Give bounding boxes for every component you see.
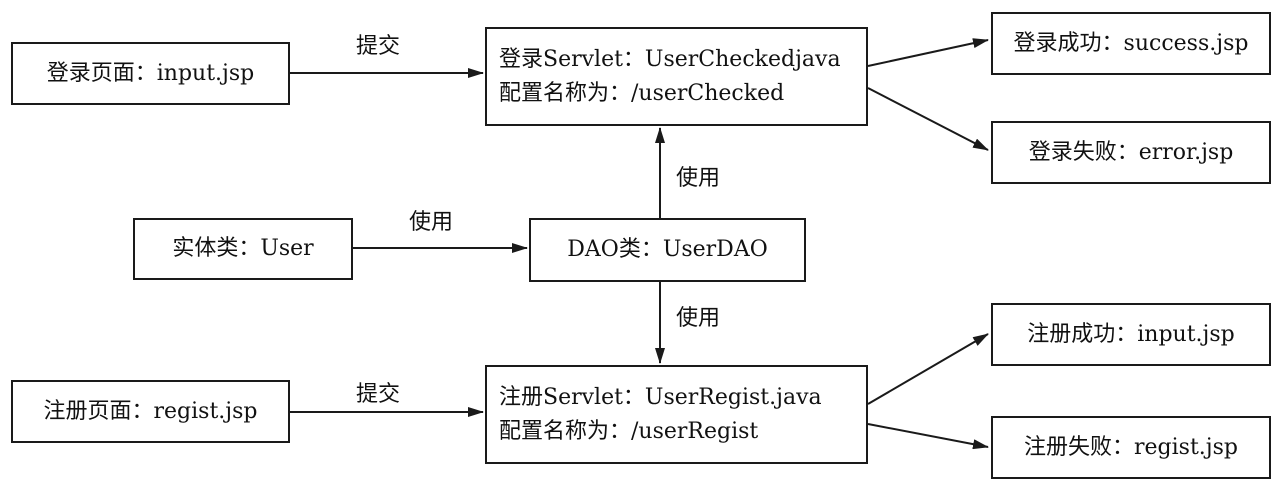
login-servlet-line2: 配置名称为：/userChecked <box>499 80 785 106</box>
regist-fail-box: 注册失败：regist.jsp <box>991 416 1271 479</box>
login-page-box: 登录页面：input.jsp <box>11 42 290 105</box>
login-success-label: 登录成功：success.jsp <box>1013 30 1249 56</box>
regist-success-label: 注册成功：input.jsp <box>1027 321 1235 347</box>
regist-servlet-box: 注册Servlet：UserRegist.java 配置名称为：/userReg… <box>485 365 868 464</box>
login-fail-box: 登录失败：error.jsp <box>991 121 1271 184</box>
arrow-login-fail <box>867 87 989 151</box>
dao-label: DAO类：UserDAO <box>567 237 768 262</box>
login-page-label: 登录页面：input.jsp <box>46 60 255 86</box>
arrow-regist-success <box>867 333 989 405</box>
edge-label-submit-login: 提交 <box>356 34 401 59</box>
login-success-box: 登录成功：success.jsp <box>991 12 1271 75</box>
regist-servlet-line1: 注册Servlet：UserRegist.java <box>499 384 822 410</box>
entity-label: 实体类：User <box>172 236 314 261</box>
arrow-regist-fail <box>867 423 989 450</box>
login-fail-label: 登录失败：error.jsp <box>1028 139 1234 165</box>
dao-box: DAO类：UserDAO <box>529 218 806 282</box>
regist-page-label: 注册页面：regist.jsp <box>43 398 258 424</box>
regist-fail-label: 注册失败：regist.jsp <box>1024 434 1238 460</box>
regist-success-box: 注册成功：input.jsp <box>991 303 1271 366</box>
login-servlet-line1: 登录Servlet：UserCheckedjava <box>499 46 841 72</box>
entity-box: 实体类：User <box>133 218 353 280</box>
regist-servlet-line2: 配置名称为：/userRegist <box>499 418 759 444</box>
edge-label-submit-regist: 提交 <box>356 382 401 407</box>
edge-label-use-dao-login: 使用 <box>676 166 721 191</box>
edge-label-use-dao-regist: 使用 <box>676 306 721 331</box>
edge-label-use-entity-dao: 使用 <box>409 210 454 235</box>
login-servlet-box: 登录Servlet：UserCheckedjava 配置名称为：/userChe… <box>485 27 868 126</box>
arrow-login-success <box>867 38 989 67</box>
regist-page-box: 注册页面：regist.jsp <box>11 380 290 443</box>
